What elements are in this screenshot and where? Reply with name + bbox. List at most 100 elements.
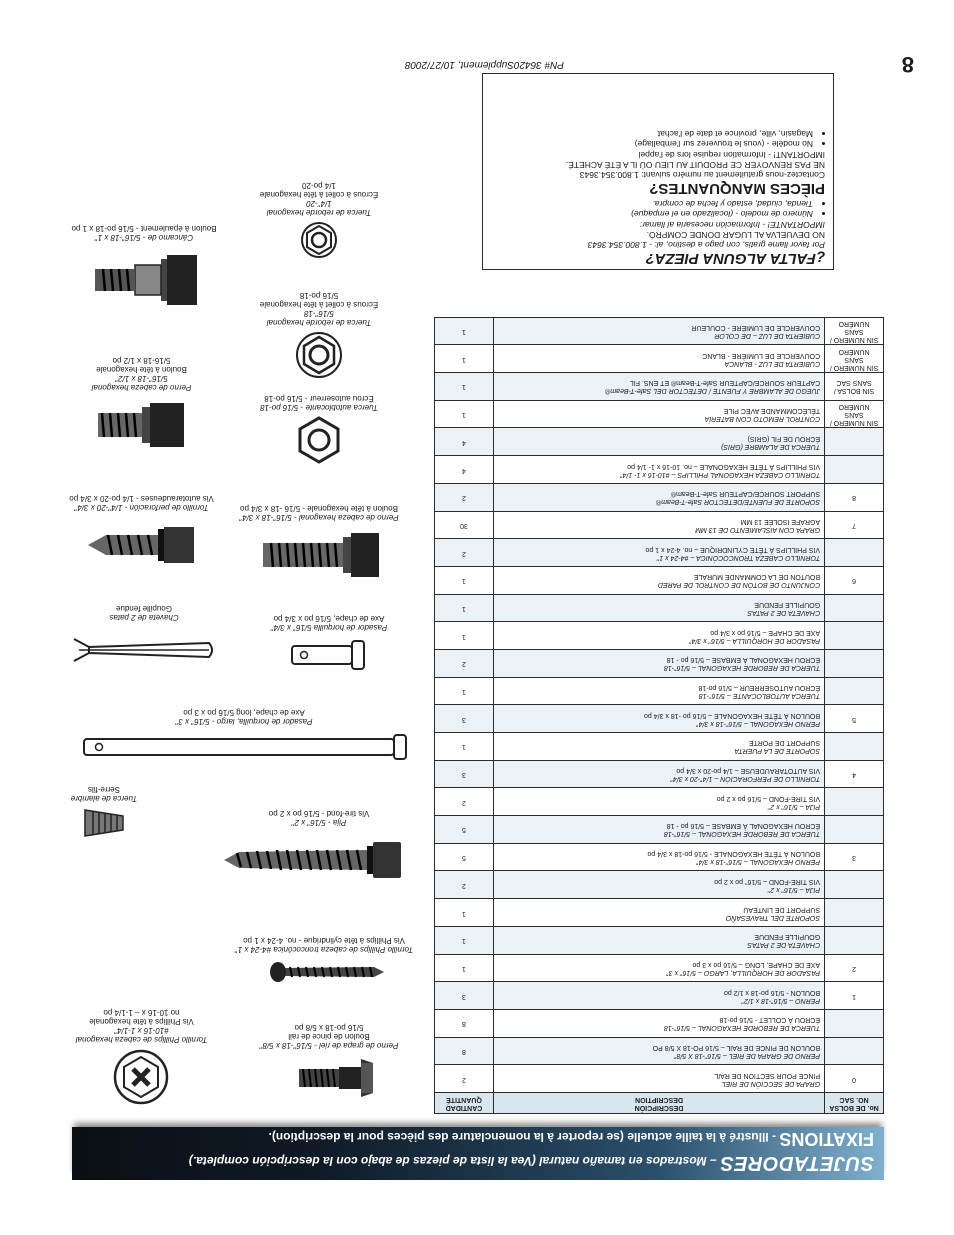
description-es: TUERCA DE ALAMBRE (GRIS) — [721, 442, 821, 450]
description-es: TORNILLO CABEZA HEXAGONAL PHILLIPS – #10… — [620, 470, 821, 478]
phillips-hex-fr1: Vis Phillips à tête hexagonale — [89, 1017, 194, 1026]
missing-important-fr: IMPORTANT! - Information requise lors de… — [638, 150, 826, 160]
part-description: TORNILLO CABEZA TRONCOCÓNICA – #4-24 x 1… — [493, 538, 825, 567]
hex-bolt-34-es: Perno de cabeza hexagonal - 5/16"-18 x 3… — [239, 513, 399, 522]
page-number: 8 — [901, 52, 914, 77]
bag-number — [824, 1037, 884, 1065]
bag-number: 6 — [824, 566, 884, 595]
bag-number — [824, 428, 884, 456]
description-fr: COUVERCLE DE LUMIÈRE - BLANC — [702, 351, 821, 359]
drill-screw-es: Tornillo de perforación - 1/4"-20 x 3/4" — [74, 503, 209, 512]
drill-screw-fr: Vis autotaraudeuses - 1/4 po-20 x 3/4 po — [69, 494, 214, 503]
part-quantity: 1 — [434, 621, 494, 650]
hex-bolt-12-es2: 5/16"-18 x 1/2" — [115, 374, 168, 383]
flange-nut-14-fr1: Écrous à collet à tête hexagonale — [259, 190, 379, 199]
bag-number: 4 — [824, 760, 884, 788]
part-quantity: 1 — [434, 677, 494, 705]
flange-nut-516-fr1: Écrous à collet à tête hexagonale — [259, 300, 379, 309]
bag-number — [824, 594, 884, 622]
figure-flange-nut-516: Tuerca de reborde hexagonal 5/16"-18 Écr… — [219, 291, 419, 380]
part-quantity: 2 — [434, 787, 494, 816]
bag-number: 1 — [824, 981, 884, 1010]
lag-screw-icon — [224, 842, 401, 878]
figure-clevis-long: Pasador de horquilla, largo - 5/16" x 3"… — [64, 708, 424, 765]
phillips-hex-es1: Tornillo Phillips de cabeza hexagonal — [75, 1035, 208, 1044]
bag-number: 5 — [824, 704, 884, 733]
part-quantity: 5 — [434, 843, 494, 871]
description-es: PIJA – 5/16" x 2" — [767, 885, 821, 893]
phillips-hex-fr2: no 10-16 x – 1-1/4 po — [103, 1008, 180, 1017]
bag-number — [824, 898, 884, 927]
description-es: SOPORTE DEL TRAVESAÑO — [725, 913, 821, 921]
description-fr: ÉCROU HEXAGONAL À EMBASE – 5/16 po - 18 — [666, 822, 821, 830]
description-es: GRAPA CON AISLAMIENTO DE 13 MM — [695, 525, 821, 533]
part-quantity: 1 — [434, 954, 494, 982]
description-fr: AGRAFE ISOLÉE 13 MM — [740, 517, 821, 525]
flange-nut-516-fr2: 5/16 po-18 — [299, 291, 339, 300]
lock-nut-icon — [298, 416, 340, 464]
bag-number: SIN NÚMERO / SANS NUMÉRO — [824, 344, 884, 373]
description-es: PERNO DE GRAPA DE RIEL – 5/16"-18 X 5/8" — [674, 1051, 821, 1059]
missing-call-es: Por favor llame gratis, con pago a desti… — [587, 240, 825, 250]
part-description: PASADOR DE HORQUILLA – 5/16" x 3/4"AXE D… — [493, 621, 825, 650]
bag-number — [824, 815, 884, 844]
banner-french: FIXATIONS - Illustré à la taille actuell… — [268, 1129, 874, 1149]
description-fr: VIS AUTOTARAUDEUSE – 1/4 po-20 x 3/4 po — [676, 767, 821, 775]
description-fr: BOULON À TÊTE HEXAGONALE - 5/16 po-18 x … — [647, 850, 821, 858]
bag-number — [824, 926, 884, 955]
bag-number — [824, 538, 884, 567]
part-description: PASADOR DE HORQUILLA, LARGO – 5/16" x 3"… — [493, 954, 825, 982]
part-quantity: 2 — [434, 1064, 494, 1093]
description-es: CONJUNTO DE BOTÓN DE CONTROL DE PARED — [657, 581, 821, 589]
wire-nut-es: Tuerca de alambre — [70, 794, 138, 803]
figure-clevis-short: Pasador de horquilla 5/16" x 3/4" Axe de… — [239, 614, 419, 675]
lag-screw-es: Pija - 5/16" x 2" — [291, 818, 347, 827]
bag-number: SIN NÚMERO / SANS NUMÉRO — [824, 317, 884, 345]
bag-number — [824, 732, 884, 761]
shoulder-bolt-fr: Boulon à épaulement - 5/16 po-18 x 1 po — [71, 224, 217, 233]
bag-number — [824, 871, 884, 899]
lock-nut-es: Tuerca autoblocante - 5/16 po-18 — [260, 403, 378, 412]
description-fr: GOUPILLE FENDUE — [754, 933, 821, 941]
description-fr: PINCE POUR SECTION DE RAIL — [714, 1071, 821, 1079]
figure-shoulder-bolt: Cáncamo de - 5/16"-18 x 1" Boulon à épau… — [44, 224, 244, 315]
rail-bolt-fr1: Boulon de pince de rail — [288, 1032, 370, 1041]
description-es: CHAVETA DE 2 PATAS — [747, 608, 821, 616]
rail-bolt-fr2: 5/16 po-18 x 5/8 po — [294, 1023, 364, 1032]
table-row: TORNILLO CABEZA TRONCOCÓNICA – #4-24 x 1… — [434, 538, 884, 567]
description-es: TUERCA DE REBORDE HEXAGONAL – 5/16"-18 — [663, 664, 821, 672]
description-fr: GOUPILLE FENDUE — [754, 600, 821, 608]
description-es: TUERCA AUTOBLOCANTE – 5/16"-18 — [698, 692, 821, 700]
description-fr: AXE DE CHAPE – 5/16 po x 3/4 po — [710, 628, 821, 636]
part-quantity: 3 — [434, 981, 494, 1010]
flange-nut-14-es2: 1/4"-20 — [306, 199, 332, 208]
shoulder-bolt-es: Cáncamo de - 5/16"-18 x 1" — [94, 233, 194, 242]
hex-bolt-34-fr: Boulon à tête hexagonale - 5/16 -18 x 3/… — [240, 504, 398, 513]
missing-list-fr: No modèle - (vous le trouverez sur l'emb… — [491, 129, 825, 149]
description-fr: ÉCROU HEXAGONAL À EMBASE – 5/16 po - 18 — [666, 656, 821, 664]
part-quantity: 4 — [434, 455, 494, 484]
table-row: PERNO DE GRAPA DE RIEL – 5/16"-18 X 5/8"… — [434, 1037, 884, 1065]
description-fr: SUPPORT DE LINTEAU — [743, 905, 821, 913]
table-row: PIJA – 5/16" x 2"VIS TIRE-FOND – 5/16 po… — [434, 787, 884, 816]
figure-lag-screw: Pija - 5/16" x 2" Vis tire-fond - 5/16 p… — [219, 809, 419, 890]
description-fr: BOULON - 5/16 po-18 x 1/2 po — [723, 988, 821, 996]
